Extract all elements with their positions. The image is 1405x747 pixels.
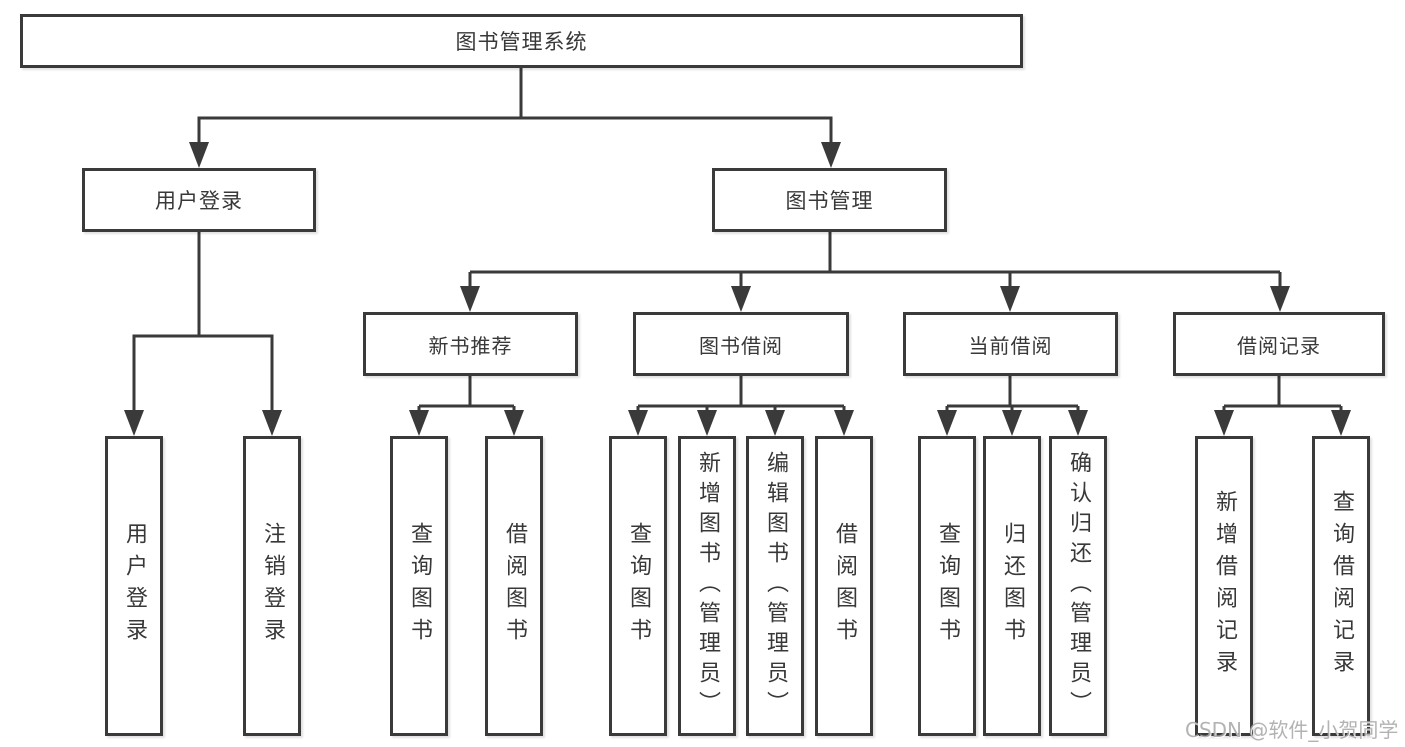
- leaf-add-book-admin-label: 新增图书（管理员）: [695, 451, 720, 721]
- leaf-add-borrow-record: 新增借阅记录: [1195, 436, 1253, 736]
- arrow-to-bb-add: [697, 410, 717, 436]
- leaf-recommend-query-book: 查询图书: [390, 436, 448, 736]
- leaf-logout-login: 注销登录: [243, 436, 301, 736]
- leaf-user-login-label: 用户登录: [122, 522, 147, 650]
- node-borrow-records-label: 借阅记录: [1237, 333, 1321, 358]
- arrow-to-cb-confirm: [1068, 410, 1088, 436]
- node-book-borrow: 图书借阅: [633, 312, 849, 376]
- leaf-return-book-label: 归还图书: [1000, 522, 1025, 650]
- leaf-recommend-query-book-label: 查询图书: [407, 522, 432, 650]
- leaf-borrow-query-book: 查询图书: [609, 436, 667, 736]
- leaf-borrow-query-book-label: 查询图书: [626, 522, 651, 650]
- connector-bookborrow-to-leaves: [636, 375, 846, 414]
- root-node: 图书管理系统: [20, 14, 1023, 68]
- node-new-book-recommend-label: 新书推荐: [428, 333, 513, 358]
- leaf-current-query-book-label: 查询图书: [935, 522, 960, 650]
- leaf-logout-login-label: 注销登录: [260, 522, 285, 650]
- node-new-book-recommend: 新书推荐: [363, 312, 578, 376]
- leaf-borrow-book: 借阅图书: [815, 436, 873, 736]
- leaf-recommend-borrow-book-label: 借阅图书: [502, 522, 527, 650]
- arrow-to-user-login: [189, 142, 209, 168]
- node-current-borrow: 当前借阅: [903, 312, 1118, 376]
- node-book-management-label: 图书管理: [785, 189, 874, 213]
- arrow-to-cb-return: [1002, 410, 1022, 436]
- arrow-to-br-add: [1214, 410, 1234, 436]
- leaf-query-borrow-record-label: 查询借阅记录: [1329, 490, 1354, 682]
- leaf-confirm-return-admin-label: 确认归还（管理员）: [1066, 451, 1091, 721]
- connector-root-to-level1: [197, 66, 833, 146]
- leaf-edit-book-admin: 编辑图书（管理员）: [746, 436, 804, 736]
- arrow-to-borrow-record: [1270, 286, 1290, 312]
- arrow-to-new-book-rec: [460, 286, 480, 312]
- node-borrow-records: 借阅记录: [1173, 312, 1385, 376]
- node-book-management: 图书管理: [712, 168, 947, 232]
- node-user-login-label: 用户登录: [155, 189, 243, 213]
- connector-borrowrecord-to-leaves: [1222, 375, 1343, 414]
- node-user-login: 用户登录: [82, 168, 316, 232]
- leaf-user-login: 用户登录: [105, 436, 163, 736]
- arrow-to-rec-query: [409, 410, 429, 436]
- arrow-to-bb-query: [628, 410, 648, 436]
- connector-newbookrec-to-leaves: [417, 375, 516, 414]
- connector-currentborrow-to-leaves: [945, 375, 1080, 414]
- arrow-to-current-borrow: [1000, 286, 1020, 312]
- node-book-borrow-label: 图书借阅: [699, 333, 783, 358]
- leaf-return-book: 归还图书: [983, 436, 1041, 736]
- arrow-to-leaf-logout: [262, 410, 282, 436]
- leaf-edit-book-admin-label: 编辑图书（管理员）: [763, 451, 788, 721]
- arrow-to-bb-borrow: [834, 410, 854, 436]
- arrow-to-bb-edit: [765, 410, 785, 436]
- arrow-to-book-borrow: [731, 286, 751, 312]
- leaf-confirm-return-admin: 确认归还（管理员）: [1049, 436, 1107, 736]
- arrow-to-br-query: [1331, 410, 1351, 436]
- arrow-to-book-mgmt: [821, 142, 841, 168]
- node-current-borrow-label: 当前借阅: [968, 333, 1053, 358]
- leaf-borrow-book-label: 借阅图书: [832, 522, 857, 650]
- arrow-to-leaf-user-login: [124, 410, 144, 436]
- connector-bookmgmt-to-level2: [468, 232, 1282, 290]
- leaf-add-book-admin: 新增图书（管理员）: [678, 436, 736, 736]
- root-node-label: 图书管理系统: [455, 30, 588, 54]
- leaf-recommend-borrow-book: 借阅图书: [485, 436, 543, 736]
- leaf-add-borrow-record-label: 新增借阅记录: [1212, 490, 1237, 682]
- arrow-to-cb-query: [937, 410, 957, 436]
- leaf-current-query-book: 查询图书: [918, 436, 976, 736]
- leaf-query-borrow-record: 查询借阅记录: [1312, 436, 1370, 736]
- csdn-watermark: CSDN @软件_小贺同学: [1185, 718, 1399, 742]
- connector-userlogin-to-leaves: [132, 232, 274, 414]
- arrow-to-rec-borrow: [504, 410, 524, 436]
